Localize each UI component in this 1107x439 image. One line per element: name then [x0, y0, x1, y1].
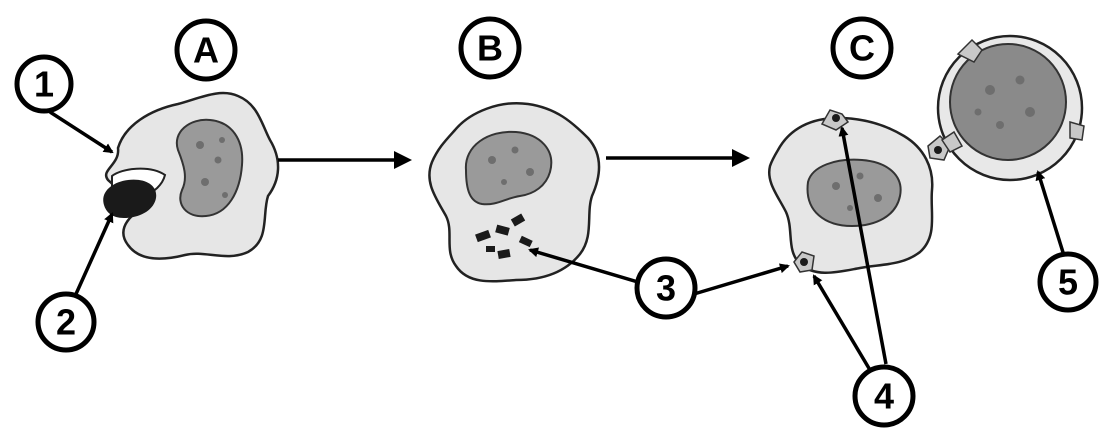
callout-5-text: 5 [1058, 262, 1078, 303]
callout-5: 5 [1037, 251, 1099, 313]
antigen-fragments [475, 213, 533, 259]
callout-1-text: 1 [34, 64, 54, 105]
mhc-antigen-bottom [793, 251, 815, 273]
cell-b [428, 102, 601, 283]
pointer-1 [49, 110, 114, 154]
lymphocyte-nucleus-specks [974, 75, 1035, 129]
engulfed-antigen [103, 179, 157, 218]
callout-3: 3 [634, 256, 698, 320]
pointer-3-to-b [528, 247, 639, 284]
pointer-5 [1035, 170, 1068, 263]
pointer-4-to-bottom [812, 274, 872, 371]
cell-a-nucleus-specks [196, 137, 228, 198]
callout-4: 4 [852, 364, 916, 428]
cell-c-nucleus-specks [832, 172, 882, 211]
stage-label-c-text: C [849, 28, 875, 69]
lymphocyte-receptor-right [1069, 121, 1085, 141]
stage-label-c: C [830, 16, 894, 80]
stage-label-a: A [174, 18, 238, 82]
callout-2-text: 2 [56, 302, 76, 343]
stage-label-b-text: B [477, 28, 503, 69]
mhc-antigen-top [820, 109, 850, 131]
process-arrow-b-to-c [606, 149, 750, 167]
process-arrow-a-to-b [278, 151, 412, 169]
cell-c [767, 109, 951, 274]
stage-label-a-text: A [193, 30, 219, 71]
lymphocyte-receptor-top [956, 38, 983, 63]
lymphocyte-receptor-left [940, 130, 964, 153]
t-lymphocyte [936, 34, 1085, 182]
cell-b-nucleus-specks [488, 146, 534, 185]
lymphocyte-nucleus [949, 43, 1067, 161]
pointer-3-to-c [693, 263, 790, 296]
pointer-4-to-top [838, 126, 888, 365]
stage-label-b: B [458, 16, 522, 80]
cell-b-nucleus [464, 130, 553, 206]
callout-4-text: 4 [874, 376, 894, 417]
pointer-2 [74, 212, 114, 295]
callout-2: 2 [35, 291, 97, 353]
callout-1: 1 [14, 54, 74, 114]
cell-a-nucleus [175, 118, 244, 218]
cell-a [103, 91, 280, 260]
callout-3-text: 3 [656, 268, 676, 309]
